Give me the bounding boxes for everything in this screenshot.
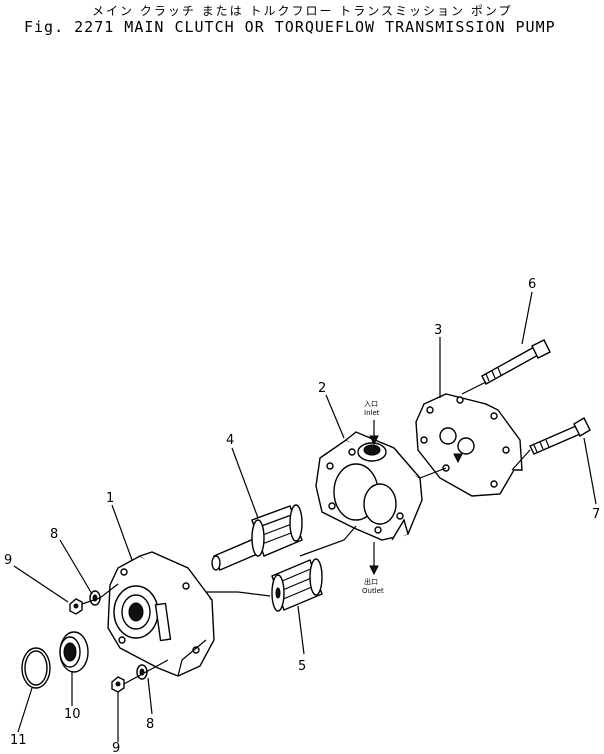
callout-11: 11 [10,733,27,748]
inlet-label-japanese: 入口 [364,400,378,408]
figure-title: Fig. 2271 MAIN CLUTCH OR TORQUEFLOW TRAN… [24,18,556,36]
part-7-bolt [529,417,591,455]
inlet-label: Inlet [364,409,380,417]
figure-title-japanese: メイン クラッチ または トルクフロー トランスミッション ポンプ [92,4,513,18]
leader-lines [13,291,597,742]
callout-9-upper: 9 [4,553,12,568]
part-6-bolt [481,339,551,385]
callout-6: 6 [528,277,536,292]
callout-7: 7 [592,507,600,522]
callout-8-upper: 8 [50,527,58,542]
part-9-nut-lower [111,676,125,693]
part-11-snap-ring [21,647,51,689]
alignment-lines [81,381,531,685]
part-2-pump-body [315,431,423,541]
outlet-label-japanese: 出口 [364,577,378,586]
callout-8-lower: 8 [146,717,154,732]
part-9-nut-upper [69,598,83,615]
callout-3: 3 [434,323,442,338]
part-1-housing [107,551,215,677]
part-10-oil-seal [59,631,89,673]
callout-2: 2 [318,381,326,396]
outlet-label: Outlet [362,587,384,595]
callout-1: 1 [106,491,114,506]
callout-9-lower: 9 [112,741,120,754]
callout-4: 4 [226,433,234,448]
part-4-drive-gear-shaft [211,504,303,571]
part-5-driven-gear [271,558,323,612]
callout-10: 10 [64,707,81,722]
callout-5: 5 [298,659,306,674]
part-3-end-plate [415,393,523,497]
